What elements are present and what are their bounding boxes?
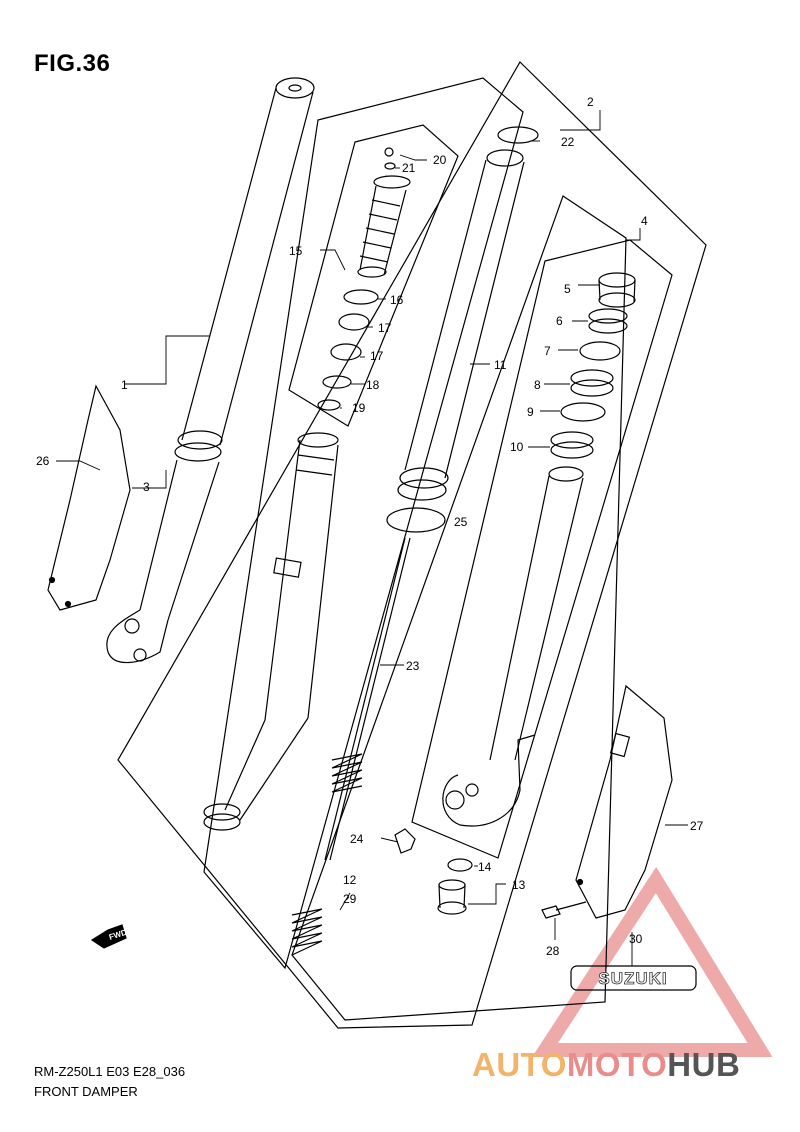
oring-14 xyxy=(447,858,473,872)
assembly-2-outline xyxy=(117,61,707,1029)
sticker-30 xyxy=(570,965,697,991)
spring-lower-12 xyxy=(291,908,323,956)
watermark-part-3: HUB xyxy=(667,1046,741,1083)
part-label-23: 23 xyxy=(406,659,420,673)
ring-18 xyxy=(322,375,352,389)
part-label-27: 27 xyxy=(690,819,704,833)
part-label-29: 29 xyxy=(343,892,357,906)
fwd-arrow-icon xyxy=(90,924,127,949)
washer-21 xyxy=(384,162,396,170)
part-label-2: 2 xyxy=(587,95,594,109)
ring-16 xyxy=(343,289,379,305)
part-label-17a: 17 xyxy=(378,321,392,335)
washer-7 xyxy=(579,341,621,361)
part-label-20: 20 xyxy=(433,153,447,167)
ring-19 xyxy=(317,399,341,411)
leader-lines xyxy=(56,110,688,966)
dust-seal-10 xyxy=(550,431,594,459)
watermark-logo: AUTOMOTOHUB xyxy=(472,1046,740,1084)
oring-22 xyxy=(497,126,539,144)
part-label-4: 4 xyxy=(641,214,648,228)
part-label-16: 16 xyxy=(390,293,404,307)
assembly-4-subbox xyxy=(411,239,673,859)
sticker-text: SUZUKI xyxy=(598,969,667,988)
oring-25 xyxy=(386,507,446,533)
model-code: RM-Z250L1 E03 E28_036 xyxy=(34,1064,186,1079)
bushing-17b xyxy=(330,343,362,361)
part-label-6: 6 xyxy=(556,314,563,328)
damper-tube xyxy=(203,432,339,831)
clip-9 xyxy=(560,402,606,422)
valve-24 xyxy=(394,828,416,854)
assembly-4-outline xyxy=(291,195,627,1021)
seal-8 xyxy=(570,369,614,397)
part-label-15: 15 xyxy=(289,244,303,258)
part-label-5: 5 xyxy=(564,282,571,296)
part-label-28: 28 xyxy=(546,944,560,958)
part-label-3: 3 xyxy=(143,480,150,494)
spring-upper xyxy=(331,753,363,793)
figure-title: FIG.36 xyxy=(34,50,111,77)
watermark-part-2: MOTO xyxy=(566,1046,668,1083)
part-label-12: 12 xyxy=(343,873,357,887)
bushing-6 xyxy=(588,308,628,334)
watermark-triangle xyxy=(532,866,773,1057)
part-label-22: 22 xyxy=(561,135,575,149)
part-label-9: 9 xyxy=(527,405,534,419)
bushing-5 xyxy=(598,272,636,308)
bushing-17a xyxy=(338,313,370,331)
watermark-part-1: AUTO xyxy=(472,1046,567,1083)
inner-tube-11 xyxy=(397,149,525,501)
part-label-13: 13 xyxy=(512,878,526,892)
part-label-7: 7 xyxy=(544,344,551,358)
guard-27 xyxy=(575,684,673,919)
guard-26 xyxy=(47,384,131,611)
cartridge-15 xyxy=(357,175,411,278)
bolt-28 xyxy=(541,901,587,919)
figure-name: FRONT DAMPER xyxy=(34,1084,138,1099)
rod-23 xyxy=(329,537,411,861)
part-label-10: 10 xyxy=(510,440,524,454)
base-valve-13 xyxy=(437,879,467,915)
part-label-19: 19 xyxy=(352,401,366,415)
cartridge-15-outline xyxy=(288,124,459,427)
part-label-24: 24 xyxy=(350,832,364,846)
bolt-20 xyxy=(384,147,394,157)
part-label-17b: 17 xyxy=(370,349,384,363)
part-label-14: 14 xyxy=(478,860,492,874)
axle-bracket xyxy=(442,466,584,827)
part-label-11: 11 xyxy=(494,358,507,372)
part-label-18: 18 xyxy=(366,378,380,392)
part-label-1: 1 xyxy=(121,378,128,392)
part-label-30: 30 xyxy=(629,932,643,946)
inner-damper-group-outline xyxy=(203,77,524,970)
part-label-21: 21 xyxy=(402,161,416,175)
part-label-25: 25 xyxy=(454,515,468,529)
part-label-26: 26 xyxy=(36,454,50,468)
outer-tube-1 xyxy=(106,77,315,664)
part-label-8: 8 xyxy=(534,378,541,392)
